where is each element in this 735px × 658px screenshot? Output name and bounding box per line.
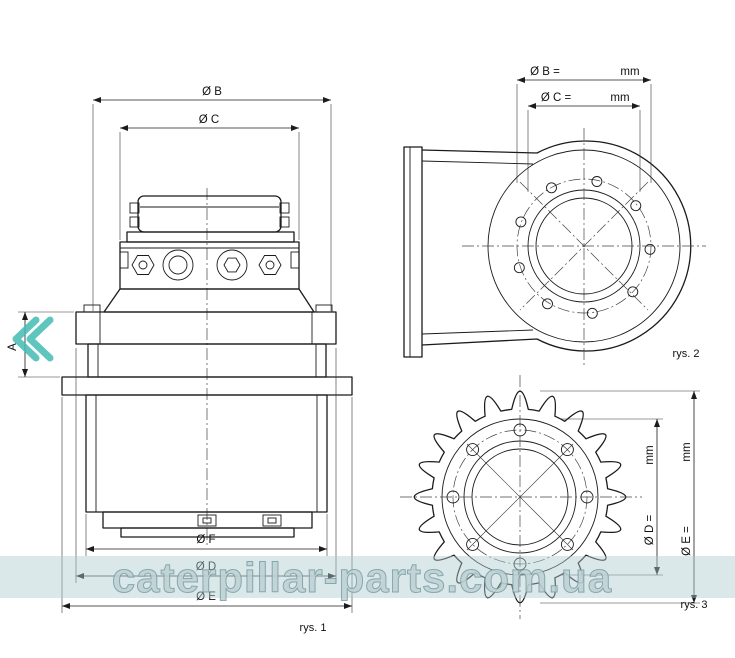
fig2-dim-c-unit: mm	[610, 92, 629, 104]
watermark-band: caterpillar-parts.com.ua	[0, 554, 735, 602]
mounting-flange	[75, 304, 337, 345]
figure3-caption: rys. 3	[681, 599, 708, 611]
fig1-dim-b: Ø B	[92, 86, 332, 311]
fig1-dim-e: Ø E	[61, 397, 353, 613]
motor-side-view: Ø B = mm Ø C = mm rys. 2	[403, 66, 706, 366]
fig3-dim-e-label: Ø E =	[681, 526, 693, 556]
bolt-holes	[513, 176, 656, 319]
fig1-dim-a-label: A	[7, 343, 19, 351]
fig1-dim-d: Ø D	[75, 348, 337, 583]
port-right	[216, 249, 248, 281]
motor-cap	[129, 195, 290, 233]
figure1-caption: rys. 1	[300, 622, 327, 634]
drain-plug-center	[197, 514, 217, 527]
drain-plug-right	[262, 514, 282, 527]
cap-base-plate	[126, 231, 295, 243]
fig3-dim-d-unit: mm	[644, 445, 656, 464]
fig1-dim-e-label: Ø E	[196, 591, 216, 603]
fig1-dim-c: Ø C	[119, 114, 300, 240]
figure2-caption: rys. 2	[673, 348, 700, 360]
hex-plug-left	[131, 255, 155, 275]
fig3-dim-d: mm Ø D =	[560, 418, 663, 576]
left-chevron-icon	[12, 316, 54, 362]
fig2-dim-c: Ø C = mm	[527, 92, 641, 192]
fig2-dim-b-label: Ø B =	[530, 66, 560, 78]
hex-plug-right	[258, 255, 282, 275]
fig1-dim-b-label: Ø B	[202, 86, 222, 98]
port-left	[162, 249, 194, 281]
sprocket-teeth	[413, 390, 627, 604]
side-flange	[403, 146, 423, 358]
fig1-dim-f: Ø F	[85, 514, 328, 556]
fig3-dim-d-label: Ø D =	[644, 515, 656, 546]
fig1-dim-c-label: Ø C	[199, 114, 219, 126]
fig2-dim-b-unit: mm	[620, 66, 639, 78]
fig1-dim-d-label: Ø D	[196, 561, 216, 573]
fig2-dim-b: Ø B = mm	[516, 66, 652, 183]
ports-block	[119, 241, 300, 290]
fig3-dim-e: mm Ø E =	[540, 390, 700, 604]
final-drive-front-view: Ø B Ø C A Ø F Ø D	[7, 86, 353, 634]
housing-transition	[103, 288, 315, 313]
sprocket-view: mm Ø D = mm Ø E = rys. 3	[400, 375, 707, 619]
drum-body	[85, 394, 328, 538]
watermark-text: caterpillar-parts.com.ua	[112, 554, 612, 601]
fig1-dim-f-label: Ø F	[196, 534, 215, 546]
fig3-dim-e-unit: mm	[681, 442, 693, 461]
fig2-dim-c-label: Ø C =	[541, 92, 572, 104]
